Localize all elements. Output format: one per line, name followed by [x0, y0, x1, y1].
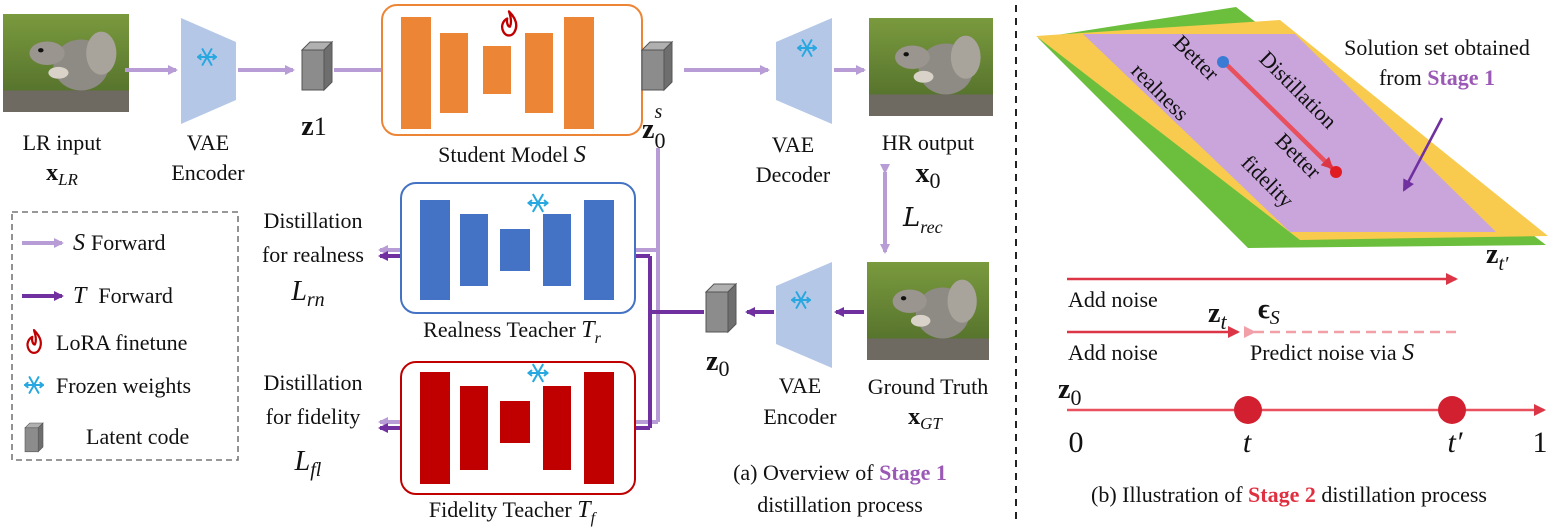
- realness-unet-layer-1: [420, 200, 450, 300]
- vae-encoder-block: [181, 18, 236, 124]
- vae-encoder2-label-bottom: Encoder: [763, 404, 837, 429]
- student-unet-layer-4: [525, 33, 553, 113]
- fidelity-teacher-label: Fidelity Teacher Tf: [429, 497, 598, 527]
- lr-input-math: xLR: [46, 160, 78, 189]
- fidelity-unet-layer-2: [460, 386, 488, 470]
- add-noise-label-1: Add noise: [1068, 287, 1158, 312]
- vae-decoder-block: [776, 18, 832, 124]
- student-model-label: Student Model S: [438, 142, 586, 168]
- z0-timeline-label: z0: [1058, 374, 1081, 410]
- realness-teacher-label: Realness Teacher Tr: [423, 317, 601, 347]
- fidelity-unet-layer-1: [420, 372, 450, 484]
- student-unet: [401, 17, 594, 129]
- student-unet-layer-2: [440, 33, 468, 113]
- vae-decoder-label-bottom: Decoder: [756, 162, 831, 187]
- ground-truth-math: xGT: [908, 404, 943, 433]
- zt-label: zt: [1208, 298, 1227, 334]
- lr-input-image: [3, 14, 129, 112]
- student-unet-layer-3: [483, 46, 511, 94]
- distill-fidelity-line2: for fidelity: [266, 404, 361, 429]
- fidelity-unet-layer-3: [500, 401, 530, 443]
- ground-truth-label: Ground Truth: [868, 374, 988, 399]
- realness-unet-layer-2: [460, 214, 488, 286]
- eps-label: ϵS: [1258, 294, 1280, 329]
- flame-icon: [26, 328, 42, 354]
- vae-encoder2-block: [776, 262, 832, 368]
- solution-set-pointer: [1402, 117, 1444, 192]
- rec-loss-label: Lrec: [902, 203, 943, 237]
- z0s-label: z0s: [642, 101, 665, 153]
- realness-unet-layer-3: [500, 229, 530, 271]
- distillation-arrow: [1222, 60, 1334, 170]
- tick-1: 1: [1533, 426, 1548, 459]
- legend-item-frozen: Frozen weights: [56, 373, 191, 398]
- distill-realness-line2: for realness: [262, 242, 364, 267]
- realness-unet-layer-5: [584, 200, 614, 300]
- tick-t-prime: t′: [1448, 426, 1463, 459]
- add-noise-label-2: Add noise: [1068, 340, 1158, 365]
- realness-unet-layer-4: [543, 214, 571, 286]
- snowflake-icon: [24, 376, 44, 394]
- fidelity-point: [1330, 166, 1342, 178]
- stage1-caption-line2: distillation process: [757, 492, 923, 517]
- distill-realness-line1: Distillation: [264, 208, 363, 233]
- hr-output-label: HR output: [882, 130, 974, 155]
- student-unet-layer-5: [564, 17, 594, 129]
- loss-fl-label: Lfl: [294, 446, 322, 481]
- fidelity-unet-layer-5: [584, 372, 614, 484]
- tick-0: 0: [1069, 426, 1084, 459]
- student-unet-layer-1: [401, 17, 431, 129]
- realness-point: [1217, 56, 1229, 68]
- solution-set-label-1: Solution set obtained: [1344, 35, 1530, 60]
- vae-encoder-label-top: VAE: [187, 130, 229, 155]
- lr-input-label: LR input: [23, 130, 102, 155]
- latent-cube-icon: [24, 422, 44, 453]
- stage2-caption: (b) Illustration of Stage 2 distillation…: [1091, 482, 1487, 507]
- fidelity-unet-layer-4: [543, 386, 571, 470]
- hr-output-math: x0: [916, 158, 941, 193]
- tick-t: t: [1243, 426, 1252, 459]
- latent-cube-icon: [641, 41, 673, 91]
- timeline-point-t-prime: [1438, 396, 1466, 424]
- realness-teacher-unet: [420, 200, 614, 300]
- fidelity-teacher-unet: [420, 372, 614, 484]
- legend-item-lora: LoRA finetune: [56, 330, 187, 355]
- zt-prime-label: zt′: [1486, 239, 1509, 275]
- vae-encoder-label-bottom: Encoder: [171, 160, 245, 185]
- latent-cube-icon: [301, 41, 333, 91]
- latent-cube-icon: [705, 283, 737, 333]
- stage1-caption-line1: (a) Overview of Stage 1: [733, 460, 947, 485]
- timeline-point-t: [1234, 396, 1262, 424]
- legend-box: [11, 211, 239, 461]
- distill-fidelity-line1: Distillation: [264, 370, 363, 395]
- hr-output-image: [869, 18, 993, 116]
- z1-label: z1: [301, 111, 326, 142]
- predict-noise-label: Predict noise via S: [1250, 340, 1414, 366]
- z0-label: z0: [706, 346, 729, 381]
- solution-set-label-2: from Stage 1: [1379, 65, 1495, 90]
- vae-decoder-label-top: VAE: [772, 132, 814, 157]
- solution-set-region: [1083, 34, 1496, 232]
- loss-rn-label: Lrn: [290, 276, 324, 311]
- legend-item-latent: Latent code: [86, 424, 189, 449]
- vae-encoder2-label-top: VAE: [779, 373, 821, 398]
- ground-truth-image: [867, 262, 989, 360]
